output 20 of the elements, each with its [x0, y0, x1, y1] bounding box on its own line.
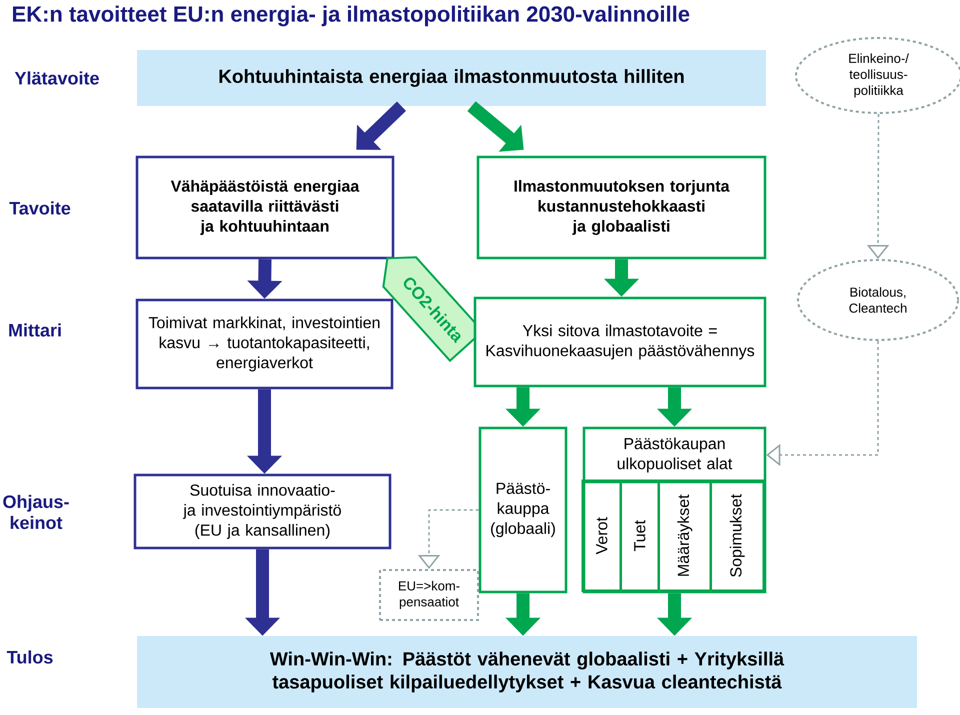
- measure-box: Suotuisa innovaatio- ja investointiympäristö (EU ja kansallinen): [134, 474, 392, 550]
- instrument-column: Tuet: [620, 480, 660, 592]
- goal-box: Ilmastonmuutoksen torjunta kustannustehokkaasti ja globaalisti: [476, 156, 766, 260]
- row-label: Tavoite: [9, 201, 70, 215]
- row-label: Mittari: [9, 323, 61, 337]
- row-label: Tulos: [6, 650, 53, 664]
- row-label: Ylätavoite: [14, 71, 99, 85]
- instrument-column: Verot: [582, 480, 622, 592]
- row-label: Ohjaus- keinot: [3, 494, 69, 530]
- instrument-column: Sopimukset: [710, 480, 765, 592]
- result-box: Win-Win-Win: Päästöt vähenevät globaalisti + Yrityksillä tasapuoliset kilpailuedellytykset + Kasvua cleantechistä: [137, 636, 918, 708]
- instrument-column: Määräykset: [658, 480, 712, 592]
- measure-box: Päästö- kauppa (globaali): [478, 426, 568, 594]
- banner-box: Kohtuuhintaista energiaa ilmastonmuutosta hilliten: [137, 50, 766, 106]
- dashed-box: EU=>kom- pensaatiot: [379, 569, 479, 621]
- measure-box: Toimivat markkinat, investointien kasvu → tuotantokapasiteetti, energiaverkot: [136, 298, 394, 390]
- title: EK:n tavoitteet EU:n energia- ja ilmastopolitiikan 2030-valinnoille: [13, 6, 690, 26]
- block-arrow: [356, 102, 406, 150]
- measure-box: Yksi sitova ilmastotavoite = Kasvihuonekaasujen päästövähennys: [474, 296, 766, 388]
- goal-box: Vähäpäästöistä energiaa saatavilla riittävästi ja kohtuuhintaan: [136, 156, 394, 260]
